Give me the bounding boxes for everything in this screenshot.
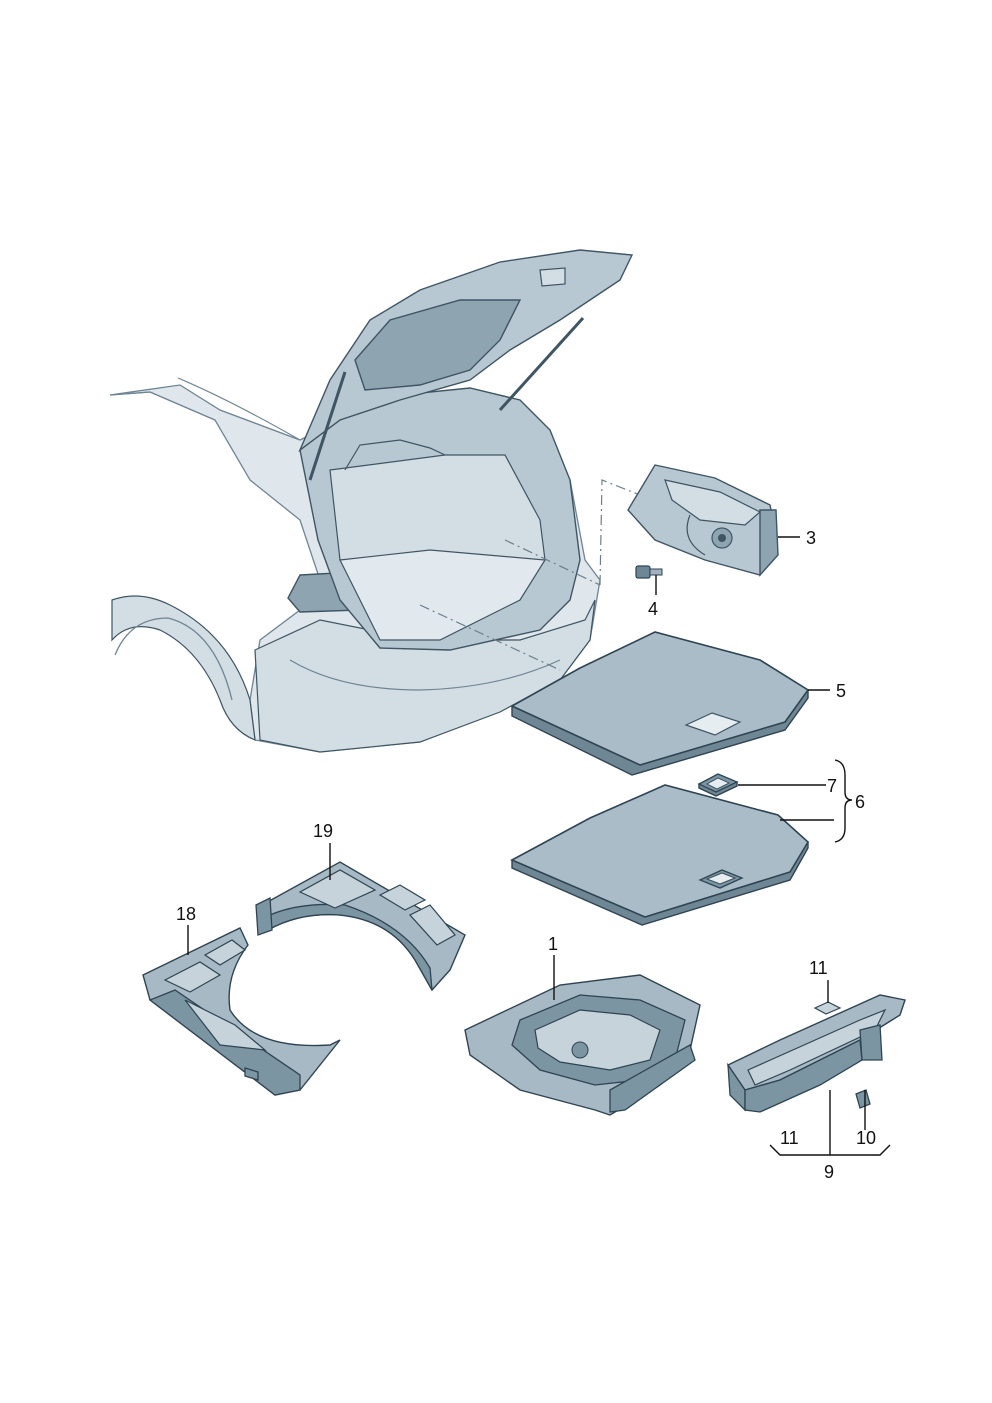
callout-5: 5 — [836, 681, 846, 701]
part-11-clip — [813, 1001, 842, 1015]
callout-11-bottom: 11 — [780, 1128, 799, 1148]
callout-18: 18 — [176, 904, 196, 924]
callout-19: 19 — [313, 821, 333, 841]
part-6-floor-panel — [510, 784, 810, 926]
part-5-floor-covering — [510, 631, 810, 776]
car-rear-body — [109, 249, 634, 753]
callout-11-top: 11 — [809, 958, 828, 978]
part-9-loading-sill-panel — [726, 994, 906, 1113]
callout-labels: 3 4 5 7 6 19 18 1 11 11 10 9 — [176, 528, 876, 1182]
callout-3: 3 — [806, 528, 816, 548]
part-19-insert — [255, 861, 466, 992]
callout-6: 6 — [855, 792, 865, 812]
part-3-side-trim — [627, 464, 779, 577]
callout-1: 1 — [548, 934, 558, 954]
part-1-spare-wheel-well — [464, 974, 701, 1116]
callout-9: 9 — [824, 1162, 834, 1182]
callout-10: 10 — [856, 1128, 876, 1148]
callout-7: 7 — [827, 776, 837, 796]
part-7-cover — [697, 773, 739, 797]
part-4-screw — [635, 565, 663, 579]
callout-4: 4 — [648, 599, 658, 619]
part-18-insert — [142, 927, 341, 1096]
part-10-clip — [855, 1089, 871, 1109]
callout-leaders — [187, 536, 891, 1156]
